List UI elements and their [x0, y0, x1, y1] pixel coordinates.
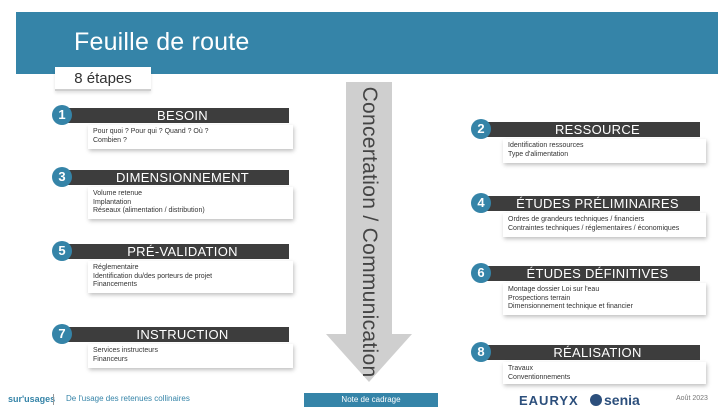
- step-detail-line: Combien ?: [93, 136, 127, 144]
- step-title: ÉTUDES PRÉLIMINAIRES: [483, 196, 700, 211]
- senia-logo-icon: [590, 394, 602, 406]
- step-detail-line: Identification ressources: [508, 142, 584, 149]
- step-detail-line: Réseaux (alimentation / distribution): [93, 207, 205, 214]
- arrow-label: Concertation / Communication: [358, 86, 381, 378]
- step-title: RESSOURCE: [483, 122, 700, 137]
- footer-subtitle: De l'usage des retenues collinaires: [66, 394, 190, 403]
- step-number: 6: [471, 263, 491, 283]
- step-detail-line: Identification du/des porteurs de projet: [93, 272, 213, 280]
- step-number: 3: [52, 167, 72, 187]
- step-title: BESOIN: [64, 108, 289, 123]
- step-detail-line: Volume retenue: [93, 190, 143, 197]
- step-details: Pour quoi ? Pour qui ? Quand ? Où ? Comb…: [88, 125, 293, 149]
- step-detail-line: Financements: [93, 281, 137, 288]
- concertation-arrow: [326, 82, 412, 382]
- step-number: 5: [52, 241, 72, 261]
- step-number: 8: [471, 342, 491, 362]
- step-detail-line: Réglementaire: [93, 264, 139, 271]
- step-title: PRÉ-VALIDATION: [64, 244, 289, 259]
- header-banner: Feuille de route: [16, 12, 718, 74]
- surusages-logo: sur'usages: [8, 394, 56, 404]
- step-details: Volume retenue Implantation Réseaux (ali…: [88, 187, 293, 219]
- step-detail-line: Pour quoi ? Pour qui ? Quand ? Où ?: [93, 128, 209, 135]
- footer: sur'usages De l'usage des retenues colli…: [0, 392, 718, 407]
- step-title: RÉALISATION: [483, 345, 700, 360]
- step-details: Réglementaire Identification du/des port…: [88, 261, 293, 293]
- step-detail-line: Prospections terrain: [508, 294, 571, 302]
- step-title: ÉTUDES DÉFINITIVES: [483, 266, 700, 281]
- senia-logo: senia: [604, 392, 640, 407]
- step-details: Ordres de grandeurs techniques / financi…: [503, 213, 706, 237]
- page-title: Feuille de route: [74, 28, 250, 56]
- footer-divider: [53, 394, 54, 405]
- footer-date: Août 2023: [676, 395, 708, 402]
- eauryx-logo: EAURYX: [519, 393, 579, 407]
- step-details: Services instructeurs Financeurs: [88, 344, 293, 368]
- step-details: Travaux Conventionnements: [503, 362, 706, 384]
- steps-count-badge: 8 étapes: [55, 67, 151, 91]
- step-detail-line: Type d'alimentation: [508, 150, 569, 158]
- step-details: Montage dossier Loi sur l'eau Prospectio…: [503, 283, 706, 315]
- step-details: Identification ressources Type d'aliment…: [503, 139, 706, 163]
- step-detail-line: Montage dossier Loi sur l'eau: [508, 286, 600, 293]
- step-title: DIMENSIONNEMENT: [64, 170, 289, 185]
- step-detail-line: Conventionnements: [508, 373, 571, 381]
- step-detail-line: Travaux: [508, 365, 534, 372]
- step-number: 7: [52, 324, 72, 344]
- step-detail-line: Services instructeurs: [93, 347, 158, 354]
- step-detail-line: Dimensionnement technique et financier: [508, 303, 633, 310]
- step-number: 2: [471, 119, 491, 139]
- step-detail-line: Financeurs: [93, 355, 128, 363]
- step-detail-line: Implantation: [93, 198, 132, 206]
- step-title: INSTRUCTION: [64, 327, 289, 342]
- step-number: 1: [52, 105, 72, 125]
- step-detail-line: Ordres de grandeurs techniques / financi…: [508, 216, 645, 223]
- note-label: Note de cadrage: [304, 393, 438, 407]
- step-number: 4: [471, 193, 491, 213]
- step-detail-line: Contraintes techniques / réglementaires …: [508, 224, 680, 232]
